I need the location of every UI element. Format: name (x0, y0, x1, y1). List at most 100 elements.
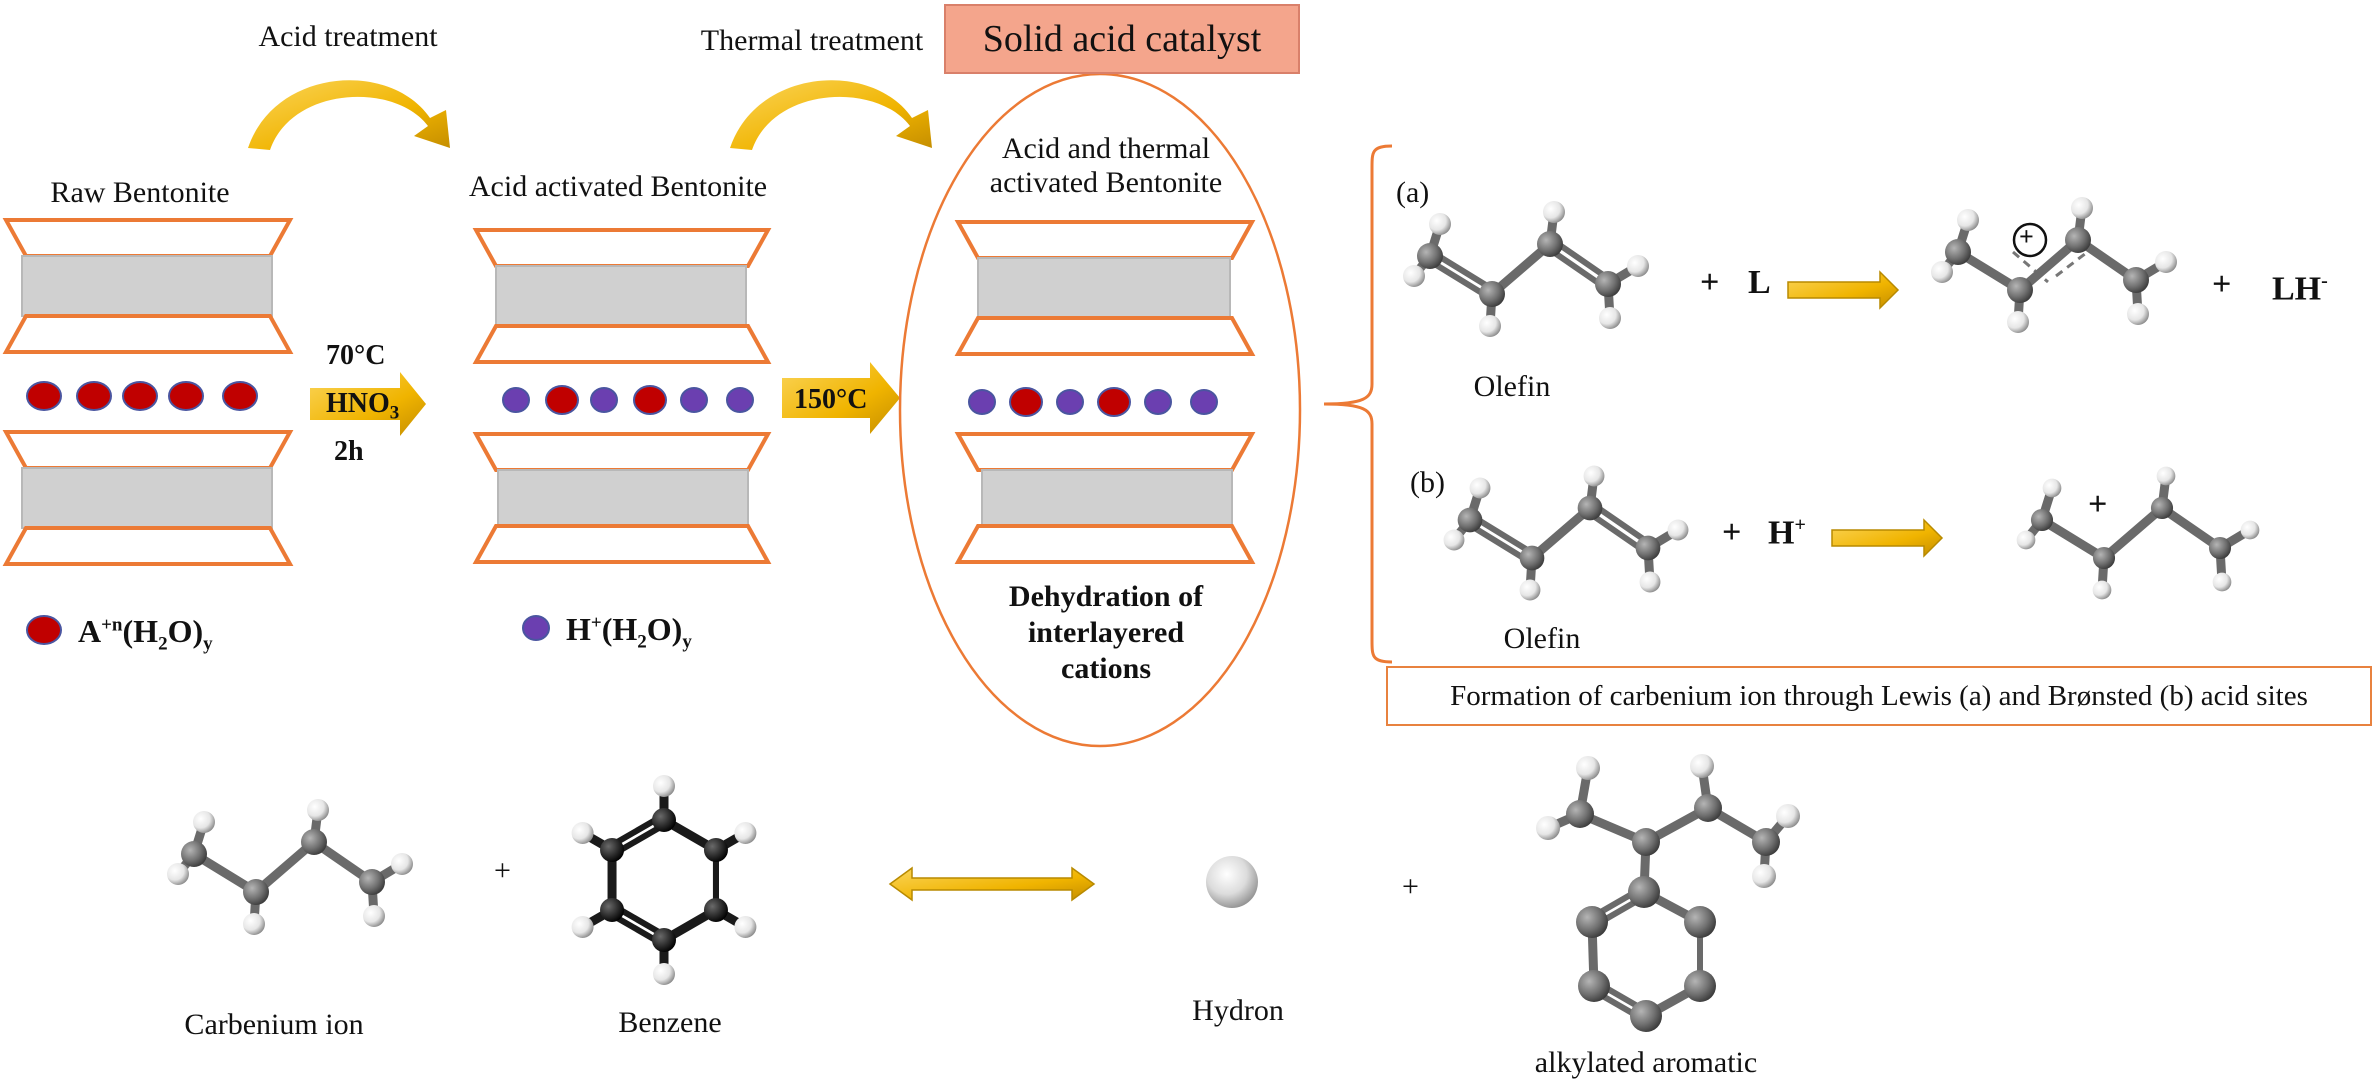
carbon-atom (1576, 906, 1608, 938)
legend-a-o: O) (167, 613, 204, 649)
proton-legend-label: H+(H2O)y (566, 611, 692, 653)
charge-plus-b: + (2088, 486, 2108, 523)
carbon-atom (652, 808, 676, 832)
thermal-bentonite-layers (954, 220, 1256, 564)
hydrogen-atom (734, 822, 757, 844)
lewis-arrow (1787, 270, 1900, 310)
carbon-atom (1635, 535, 1661, 561)
hydron-ball (1206, 856, 1258, 908)
hydrogen-atom (1639, 571, 1661, 593)
olefin-b-molecule (1443, 465, 1689, 601)
bond (1527, 503, 1595, 563)
lewis-acid-l: L (1748, 264, 1771, 301)
proton-legend-dot (522, 615, 550, 641)
benzene-molecule (571, 775, 757, 985)
acid-bentonite-layers (472, 228, 772, 564)
carbon-atom (1479, 281, 1505, 307)
reaction-brace (1323, 144, 1393, 664)
hydrogen-atom (1543, 201, 1565, 223)
lh-charge: - (2321, 270, 2328, 292)
carbon-atom (1537, 231, 1563, 257)
carbon-atom (2150, 496, 2174, 520)
charge-circle (2012, 222, 2048, 258)
hno3-arrow (310, 372, 426, 436)
alkylated-label: alkylated aromatic (1534, 1046, 1758, 1079)
plus-bottom-2: + (1402, 870, 1419, 903)
carbon-atom (1457, 507, 1483, 533)
cation-legend-label: A+n(H2O)y (78, 613, 213, 655)
hydrogen-atom (1519, 579, 1541, 601)
hydrogen-atom (363, 905, 385, 927)
carbon-atom (2007, 277, 2033, 303)
hydrogen-atom (243, 913, 265, 935)
legend-h-charge: + (590, 612, 602, 634)
acid-interlayer-ions (502, 385, 754, 415)
cation-legend-dot (26, 615, 62, 645)
hydrogen-atom (1576, 756, 1600, 780)
hydrogen-atom (1627, 255, 1649, 277)
equilibrium-arrow (888, 866, 1096, 902)
hydron-label: Hydron (1192, 994, 1284, 1027)
olefin-a-label: Olefin (1473, 370, 1551, 403)
hydrogen-atom (1957, 209, 1979, 231)
thermal-treatment-curved-arrow (730, 80, 932, 150)
legend-h-y: y (682, 631, 692, 653)
carbon-atom (1578, 970, 1610, 1002)
hno-text: HNO (326, 388, 390, 419)
hydrogen-atom (1429, 213, 1451, 235)
heat-arrow (782, 362, 900, 434)
hydrogen-atom (1667, 519, 1689, 541)
alkylated-aromatic-molecule (1536, 754, 1800, 1032)
carbon-atom (181, 841, 207, 867)
carbon-atom (1684, 970, 1716, 1002)
hydrogen-atom (1403, 265, 1425, 287)
plus-a1: + (1700, 264, 1720, 301)
hydrogen-atom (167, 863, 189, 885)
benzene-label: Benzene (618, 1006, 722, 1039)
hydrogen-atom (391, 853, 413, 875)
temp-70-label: 70°C (326, 340, 386, 371)
carbon-atom (1684, 906, 1716, 938)
carbon-atom (243, 879, 269, 905)
carbon-atom (1752, 828, 1780, 856)
hydrogen-atom (1469, 477, 1491, 499)
hydrogen-atom (2016, 530, 2036, 550)
legend-h-h: (H (601, 611, 638, 647)
plus-bottom-1: + (494, 854, 511, 887)
carbenium-label: Carbenium ion (184, 1008, 364, 1041)
carbon-atom (2208, 536, 2232, 560)
carbon-atom (1519, 545, 1545, 571)
carbon-atom (1628, 876, 1660, 908)
time-label: 2h (334, 436, 364, 467)
hno3-label: HNO3 (326, 388, 399, 425)
legend-a-charge: +n (101, 614, 123, 636)
lh-text: LH (2272, 270, 2322, 308)
hydrogen-atom (2127, 303, 2149, 325)
charge-plus-a: + (2019, 222, 2034, 251)
carbenium-ion-molecule (167, 799, 413, 935)
delocal-bond-2 (2055, 248, 2091, 278)
hydrogen-atom (653, 963, 675, 985)
bronsted-h: H+ (1768, 514, 1806, 552)
acid-treatment-label: Acid treatment (258, 20, 438, 53)
lh-minus: LH- (2272, 270, 2328, 308)
thermal-bentonite-label-2: activated Bentonite (989, 166, 1223, 199)
raw-bentonite-layers (2, 218, 294, 566)
thermal-bentonite-label-1: Acid and thermal (1001, 132, 1211, 165)
hydrogen-atom (2155, 251, 2177, 273)
dehydration-line1: Dehydration of (1008, 580, 1204, 613)
hydrogen-atom (1583, 465, 1605, 487)
carbon-atom (1566, 800, 1594, 828)
carbon-atom (1632, 828, 1660, 856)
olefin-b-label: Olefin (1503, 622, 1581, 655)
bond (2099, 503, 2167, 563)
carbon-atom (652, 928, 676, 952)
plus-b1: + (1722, 514, 1742, 551)
hydrogen-atom (2007, 311, 2029, 333)
acid-treatment-curved-arrow (248, 80, 450, 150)
carbon-atom (2092, 546, 2116, 570)
hydrogen-atom (2042, 478, 2062, 498)
delocal-bond-1 (2012, 250, 2049, 284)
caption-text: Formation of carbenium ion through Lewis… (1450, 679, 2308, 712)
